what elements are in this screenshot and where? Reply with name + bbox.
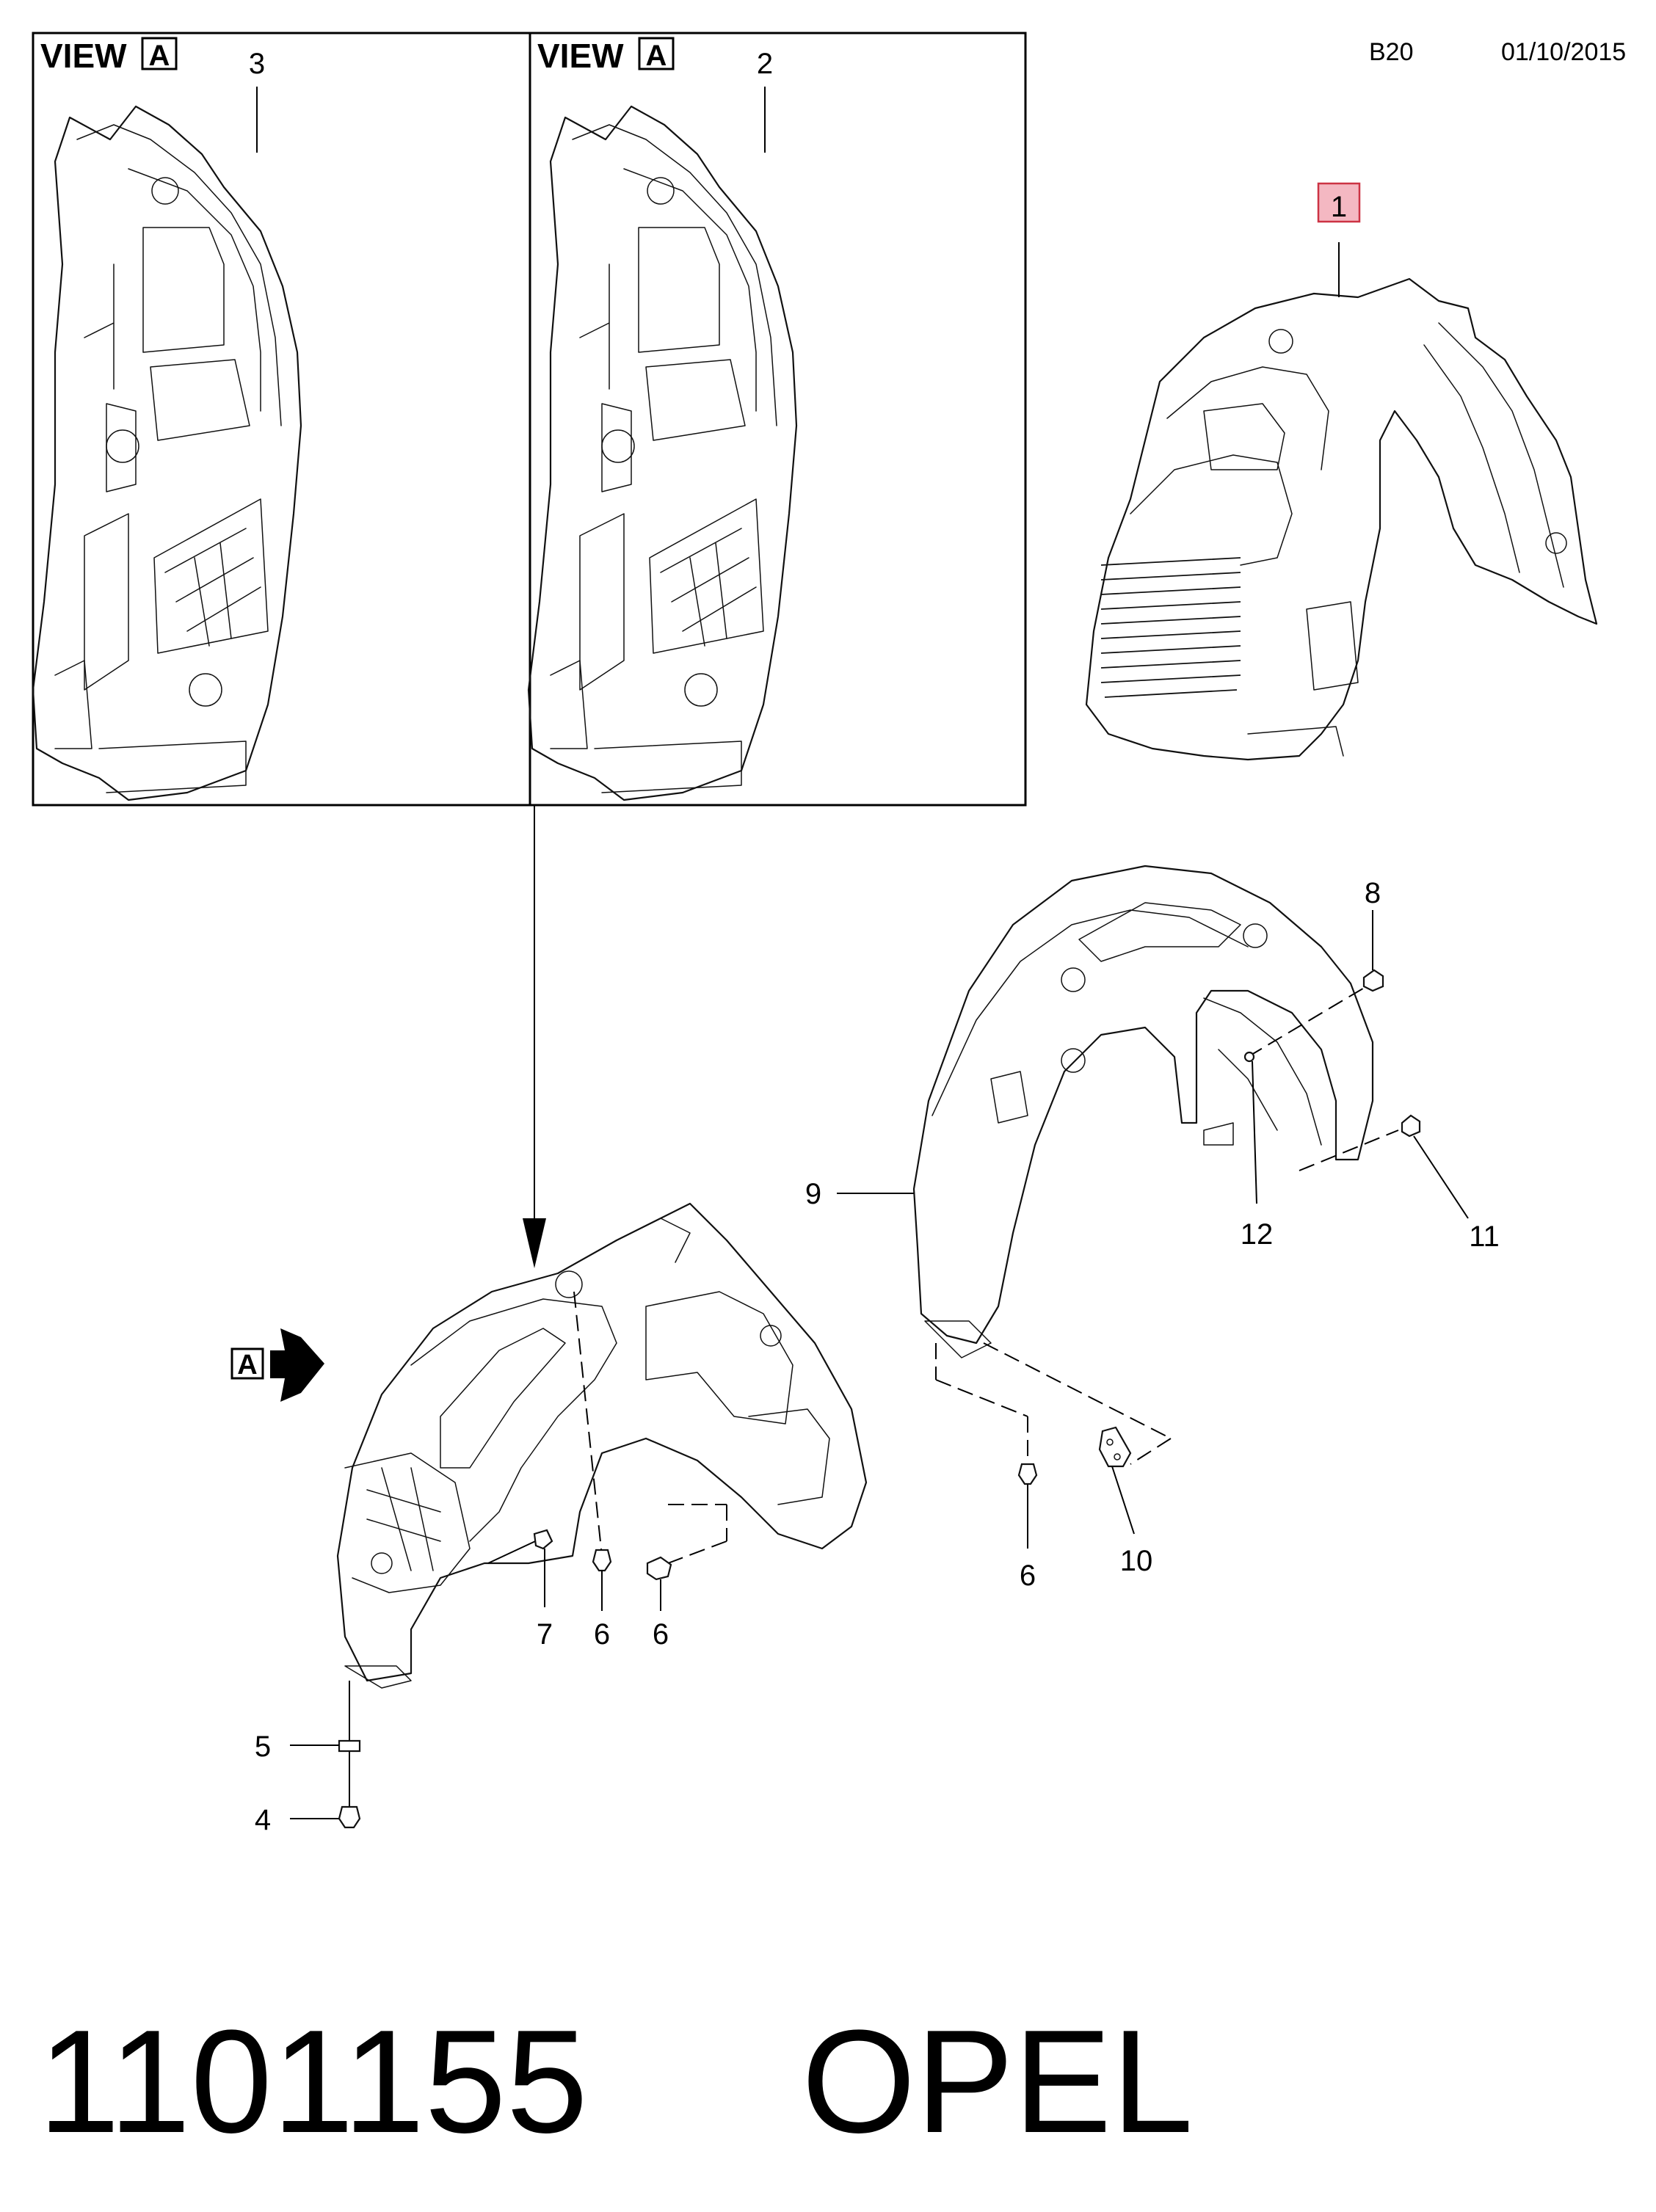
fastener-11 bbox=[1401, 1114, 1421, 1138]
view-a-marker: A bbox=[230, 1328, 324, 1402]
callout-6-left: 6 bbox=[594, 1618, 610, 1651]
view-letter-box-right bbox=[638, 37, 675, 70]
callout-9: 9 bbox=[805, 1178, 821, 1210]
view-arrow-head bbox=[523, 1218, 546, 1268]
fastener-12 bbox=[1243, 1051, 1255, 1063]
callout-5: 5 bbox=[255, 1731, 271, 1763]
part-1-wheelhouse-liner bbox=[1085, 277, 1598, 761]
view-marker-arrow-icon bbox=[270, 1328, 324, 1402]
bracket-10 bbox=[1098, 1426, 1132, 1468]
callout-6-middle: 6 bbox=[653, 1618, 669, 1651]
callout-1: 1 bbox=[1331, 191, 1347, 223]
line-7-connector bbox=[487, 1537, 544, 1564]
view-label-left: VIEW A bbox=[40, 37, 178, 75]
clip-5 bbox=[338, 1739, 361, 1753]
part-number: 1101155 bbox=[38, 2000, 588, 2164]
callout-4: 4 bbox=[255, 1804, 271, 1836]
leader-10 bbox=[1111, 1466, 1135, 1535]
leader-12 bbox=[1252, 1060, 1257, 1204]
view-letter-left: A bbox=[149, 40, 170, 72]
dash-line-10-return bbox=[1130, 1438, 1172, 1465]
brand-name: OPEL bbox=[802, 2000, 1194, 2164]
view-word-right: VIEW bbox=[537, 37, 624, 75]
callout-1-highlight bbox=[1317, 182, 1361, 223]
view-marker-letter: A bbox=[237, 1350, 257, 1380]
callout-7: 7 bbox=[537, 1618, 553, 1651]
dash-line-9-to-10 bbox=[983, 1342, 1172, 1439]
callout-11: 11 bbox=[1469, 1220, 1500, 1253]
page-date: 01/10/2015 bbox=[1501, 38, 1626, 66]
dash-line-11 bbox=[1299, 1129, 1399, 1171]
callout-8: 8 bbox=[1365, 877, 1381, 909]
dash-line-9-to-6 bbox=[935, 1379, 1028, 1417]
callout-6-right: 6 bbox=[1020, 1560, 1036, 1592]
callout-12: 12 bbox=[1241, 1218, 1274, 1251]
view-word-left: VIEW bbox=[40, 37, 127, 75]
view-letter-box-left bbox=[141, 37, 178, 70]
view-marker-box bbox=[230, 1347, 264, 1380]
view-a-detail-part-2 bbox=[527, 105, 798, 801]
page-code: B20 bbox=[1369, 38, 1414, 66]
part-9-wheelhouse-liner bbox=[912, 865, 1374, 1358]
view-a-detail-part-3 bbox=[32, 105, 302, 801]
view-label-right: VIEW A bbox=[537, 37, 675, 75]
fastener-6-right bbox=[1017, 1463, 1038, 1485]
dash-line-6-left bbox=[573, 1291, 603, 1557]
lower-left-wheelhouse-liner bbox=[336, 1202, 868, 1689]
dash-line-8 bbox=[1247, 986, 1366, 1058]
dash-line-6-mid-c bbox=[667, 1540, 727, 1564]
clip-7 bbox=[533, 1529, 553, 1550]
fastener-6-middle bbox=[646, 1556, 672, 1581]
callout-2: 2 bbox=[757, 48, 773, 80]
leader-11 bbox=[1413, 1135, 1469, 1219]
fastener-6-left bbox=[592, 1549, 612, 1572]
view-letter-right: A bbox=[646, 40, 667, 72]
screw-4 bbox=[338, 1805, 361, 1829]
callout-3: 3 bbox=[249, 48, 265, 80]
callout-10: 10 bbox=[1120, 1545, 1153, 1577]
fastener-8 bbox=[1362, 969, 1384, 992]
